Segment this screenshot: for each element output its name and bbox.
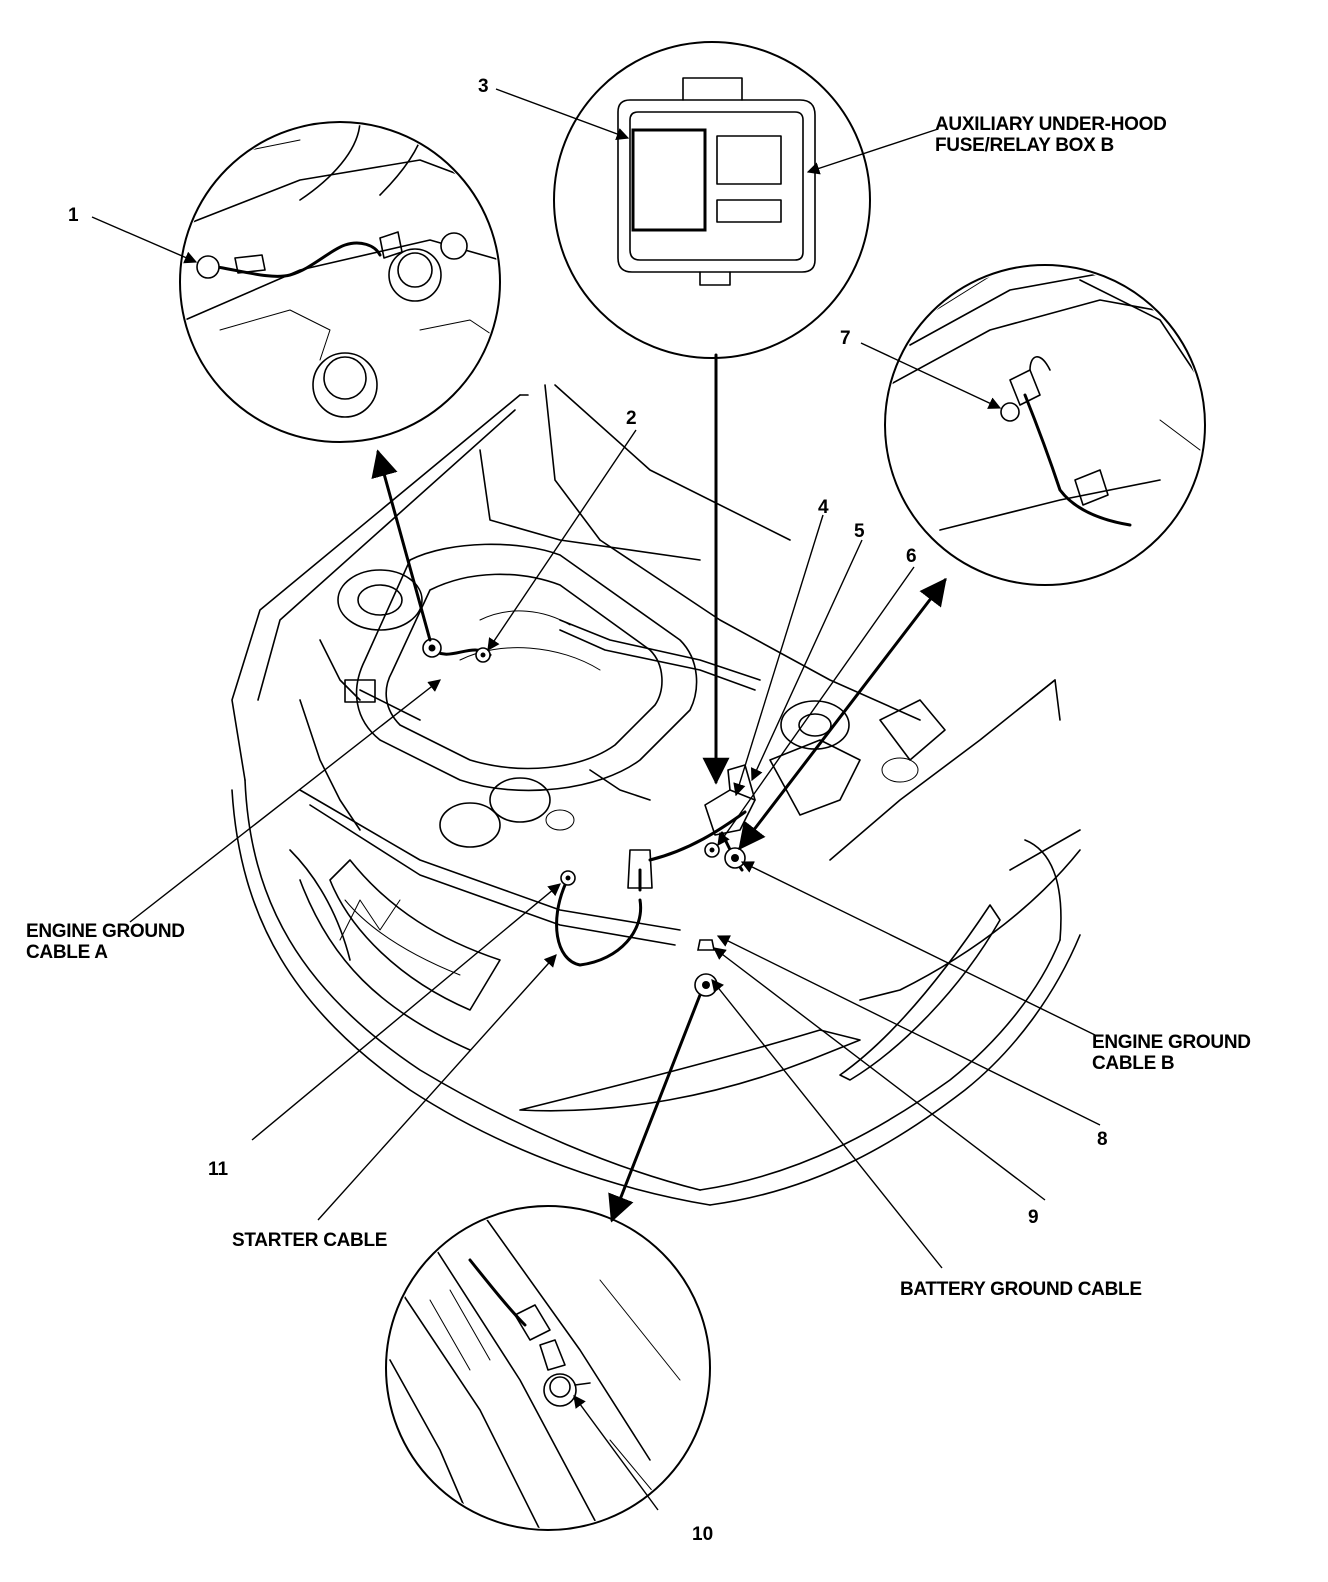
- detail-circle-battery-ground: [385, 1205, 711, 1531]
- callout-6: 6: [906, 546, 917, 567]
- leader-lines: [91, 88, 1101, 1511]
- callout-4: 4: [818, 497, 829, 518]
- label-engine-ground-a-line2: CABLE A: [26, 942, 108, 963]
- callout-numbers: 1 2 3 4 5 6 7 8 9 10 11: [68, 76, 1108, 1545]
- detail-circle-engine-ground-a: [179, 121, 501, 443]
- label-engine-ground-b-line1: ENGINE GROUND: [1092, 1032, 1251, 1053]
- callout-8: 8: [1097, 1129, 1108, 1150]
- component-labels: AUXILIARY UNDER-HOOD FUSE/RELAY BOX B EN…: [26, 114, 1251, 1300]
- callout-11: 11: [208, 1159, 229, 1180]
- label-battery-ground-cable: BATTERY GROUND CABLE: [900, 1279, 1142, 1300]
- callout-3: 3: [478, 76, 489, 97]
- callout-1: 1: [68, 205, 79, 226]
- label-aux-fuse-box-line2: FUSE/RELAY BOX B: [935, 135, 1114, 156]
- callout-10: 10: [692, 1524, 713, 1545]
- label-starter-cable: STARTER CABLE: [232, 1230, 387, 1251]
- callout-7: 7: [840, 328, 851, 349]
- detail-circle-engine-ground-b: [884, 264, 1206, 586]
- detail-circle-fuse-relay-box: [553, 41, 871, 359]
- label-engine-ground-a-line1: ENGINE GROUND: [26, 921, 185, 942]
- locator-arrows: [371, 353, 947, 1223]
- callout-5: 5: [854, 521, 865, 542]
- label-engine-ground-b-line2: CABLE B: [1092, 1053, 1174, 1074]
- callout-9: 9: [1028, 1207, 1039, 1228]
- callout-2: 2: [626, 408, 637, 429]
- label-aux-fuse-box-line1: AUXILIARY UNDER-HOOD: [935, 114, 1167, 135]
